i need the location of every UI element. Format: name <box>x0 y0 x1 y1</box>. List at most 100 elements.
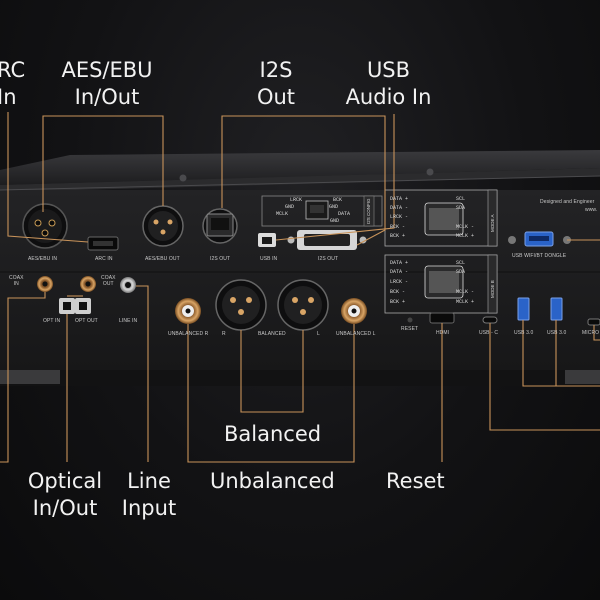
label-i2s-out-left: I2S OUT <box>210 256 231 262</box>
aes-ebu-out-connector <box>142 205 184 247</box>
reset-button <box>407 317 413 323</box>
mode-b-left-1: DATA - <box>390 269 409 275</box>
label-i2s-out-right: I2S OUT <box>318 256 339 262</box>
mode-b-left-2: LRCK - <box>390 279 409 285</box>
label-opt-in: OPT IN <box>43 318 61 324</box>
arc-in-line2: In <box>0 85 17 109</box>
coax-in-line2: IN <box>13 281 19 287</box>
label-balanced-r: R <box>222 331 226 337</box>
coax-in-connector <box>37 276 53 292</box>
unbalanced-callout: Unbalanced <box>210 469 335 493</box>
arc-in-hdmi-port <box>87 236 119 251</box>
label-hdmi: HDMI <box>436 330 450 336</box>
line-input-callout: Line Input <box>114 468 184 522</box>
label-unbalanced-l: UNBALANCED L <box>336 331 376 337</box>
mode-b-right-3: MCLK + <box>456 299 475 305</box>
aes-leader <box>42 115 164 212</box>
opt-in-port <box>59 298 75 314</box>
label-usb30-b: USB 3.0 <box>547 330 567 336</box>
coax-out-line1: COAX <box>101 275 116 281</box>
mode-a-left-1: DATA - <box>390 205 409 211</box>
mode-b-right-2: MCLK - <box>456 289 475 295</box>
aes-ebu-line2: In/Out <box>74 85 140 109</box>
mode-a-left-3: BCK - <box>390 224 406 230</box>
unbalanced-r-connector <box>175 298 201 324</box>
label-balanced-l: L <box>317 331 320 337</box>
micro-leader <box>593 325 600 341</box>
usbc-leader <box>489 323 600 431</box>
mode-a-left-0: DATA + <box>390 196 409 202</box>
label-usb-dongle: USB WIFI/BT DONGLE <box>512 253 567 259</box>
label-designed: Designed and Engineer <box>540 199 595 205</box>
mode-a-pin-diagram <box>384 189 498 247</box>
mode-a-left-4: BCK + <box>390 233 406 239</box>
unbalanced-l-connector <box>341 298 367 324</box>
rj45-side-label: I2S CONFIG <box>366 198 371 224</box>
opt-out-port <box>75 298 91 314</box>
mode-b-left-0: DATA + <box>390 260 409 266</box>
coax-out-connector <box>80 276 96 292</box>
mode-a-right-2: MCLK - <box>456 224 475 230</box>
optical-line1: Optical <box>27 469 103 493</box>
label-balanced: BALANCED <box>258 331 286 337</box>
mode-a-right-3: MCLK + <box>456 233 475 239</box>
label-www: www. <box>585 207 598 213</box>
usb-audio-leader <box>275 114 395 241</box>
mode-b-left-4: BCK + <box>390 299 406 305</box>
usb-in-port <box>258 233 276 247</box>
line-in-connector <box>120 277 136 293</box>
arc-in-callout: RC In <box>0 57 25 111</box>
line-leader <box>136 285 149 462</box>
unbalanced-leader <box>187 324 355 463</box>
label-arc-in: ARC IN <box>95 256 113 262</box>
usb-audio-line2: Audio In <box>345 85 432 109</box>
i2s-out-dvi-port <box>287 230 367 250</box>
mode-b-pin-diagram <box>384 254 498 314</box>
label-opt-out: OPT OUT <box>75 318 98 324</box>
label-aes-ebu-out: AES/EBU OUT <box>145 256 180 262</box>
mode-b-right-0: SCL <box>456 260 466 266</box>
rj45-pin-data: DATA <box>338 211 351 217</box>
usb-audio-callout: USB Audio In <box>336 57 441 111</box>
rj45-pin-mclk: MCLK <box>276 211 289 217</box>
aes-ebu-line1: AES/EBU <box>61 58 153 82</box>
reset-callout: Reset <box>386 469 445 493</box>
mode-b-right-1: SDA <box>456 269 466 275</box>
line-input-line1: Line <box>127 469 171 493</box>
i2s-callout: I2S Out <box>236 57 316 111</box>
usb-audio-line1: USB <box>366 58 411 82</box>
optical-line2: In/Out <box>32 496 98 520</box>
mode-a-left-2: LRCK - <box>390 214 409 220</box>
balanced-callout: Balanced <box>224 422 322 446</box>
rj45-pin-gnd-3: GND <box>330 218 340 224</box>
label-unbalanced-r: UNBALANCED R <box>168 331 209 337</box>
mode-b-left-3: BCK - <box>390 289 406 295</box>
arc-in-line1: RC <box>0 58 26 82</box>
i2s-line1: I2S <box>259 58 293 82</box>
aes-ebu-callout: AES/EBU In/Out <box>52 57 162 111</box>
mode-a-side-label: MODE A <box>490 214 495 232</box>
i2s-line2: Out <box>256 85 296 109</box>
optical-callout: Optical In/Out <box>20 468 110 522</box>
label-coax-in: COAX IN <box>9 275 24 287</box>
coax-in-line1: COAX <box>9 275 24 281</box>
balanced-leader <box>240 330 304 413</box>
rj45-pin-gnd-1: GND <box>285 204 295 210</box>
i2s-leader <box>221 115 386 246</box>
rj45-pin-bck: BCK <box>333 197 343 203</box>
aes-ebu-in-connector <box>22 203 68 249</box>
balanced-l-connector <box>277 279 329 331</box>
label-line-in: LINE IN <box>119 318 138 324</box>
usb30-leader <box>522 320 557 387</box>
label-micro: MICRO <box>582 330 600 336</box>
coax-out-line2: OUT <box>102 281 114 287</box>
coax-leader <box>0 292 46 463</box>
line-input-line2: Input <box>121 496 177 520</box>
arc-leader <box>7 112 89 243</box>
rj45-pin-lrck: LRCK <box>290 197 303 203</box>
i2s-out-rj45-port <box>202 208 238 244</box>
rj45-pin-diagram <box>261 195 383 227</box>
label-usb-in: USB IN <box>260 256 278 262</box>
